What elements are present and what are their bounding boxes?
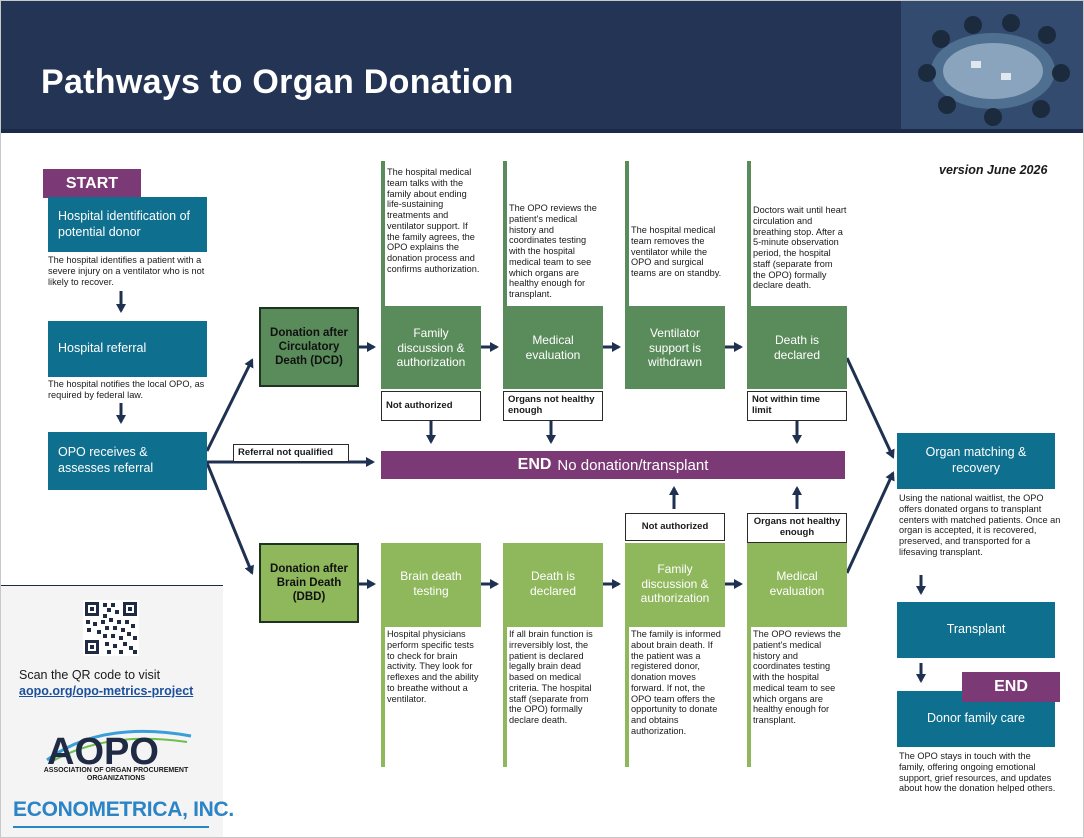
dcd-medical-desc: The OPO reviews the patient's medical hi… xyxy=(507,161,603,306)
aopo-subtitle: ASSOCIATION OF ORGAN PROCUREMENT ORGANIZ… xyxy=(43,767,189,783)
donor-family-care-desc: The OPO stays in touch with the family, … xyxy=(899,751,1056,794)
dcd-type-box: Donation after Circulatory Death (DCD) xyxy=(259,307,359,387)
econometrica-logo: ECONOMETRICA, INC. xyxy=(13,798,234,821)
dbd-type-box: Donation after Brain Death (DBD) xyxy=(259,543,359,623)
page-title: Pathways to Organ Donation xyxy=(41,63,514,101)
aopo-logo: AOPO xyxy=(41,726,201,791)
dbd-not-authorized-tag: Not authorized xyxy=(625,513,725,541)
dcd-medical-step: Medical evaluation xyxy=(503,307,603,389)
transplant-box: Transplant xyxy=(897,602,1055,658)
dcd-family-desc: The hospital medical team talks with the… xyxy=(385,161,481,306)
hospital-identification-box: Hospital identification of potential don… xyxy=(48,197,207,252)
hospital-referral-desc: The hospital notifies the local OPO, as … xyxy=(48,379,205,400)
dcd-organs-not-healthy-tag: Organs not healthy enough xyxy=(503,391,603,421)
hospital-identification-desc: The hospital identifies a patient with a… xyxy=(48,255,205,287)
aopo-wordmark: AOPO xyxy=(47,731,159,768)
header-banner: Pathways to Organ Donation xyxy=(1,1,1083,129)
dcd-death-desc: Doctors wait until heart circulation and… xyxy=(751,161,847,306)
econometrica-rule xyxy=(13,826,209,828)
dbd-organs-not-healthy-tag: Organs not healthy enough xyxy=(747,513,847,543)
dcd-death-step: Death is declared xyxy=(747,307,847,389)
end-bar-label: END xyxy=(517,456,552,473)
opo-receives-box: OPO receives & assesses referral xyxy=(48,432,207,490)
dbd-medical-desc: The OPO reviews the patient's medical hi… xyxy=(751,627,847,767)
aopo-metrics-link[interactable]: aopo.org/opo-metrics-project xyxy=(19,684,194,698)
dbd-family-step: Family discussion & authorization xyxy=(625,543,725,625)
dcd-not-within-time-tag: Not within time limit xyxy=(747,391,847,421)
dbd-brain-desc: Hospital physicians perform specific tes… xyxy=(385,627,481,767)
header-rule xyxy=(1,129,1083,133)
dbd-medical-step: Medical evaluation xyxy=(747,543,847,625)
dbd-family-desc: The family is informed about brain death… xyxy=(629,627,725,767)
organ-matching-desc: Using the national waitlist, the OPO off… xyxy=(899,493,1061,557)
dcd-ventilator-desc: The hospital medical team removes the ve… xyxy=(629,161,725,306)
scan-qr-text: Scan the QR code to visit xyxy=(19,668,161,682)
version-label: version June 2026 xyxy=(939,163,1048,177)
start-label: START xyxy=(43,169,141,198)
dcd-not-authorized-tag: Not authorized xyxy=(381,391,481,421)
qr-code-icon[interactable] xyxy=(83,600,139,656)
end-label: END xyxy=(962,672,1060,702)
dcd-ventilator-step: Ventilator support is withdrawn xyxy=(625,307,725,389)
referral-not-qualified-tag: Referral not qualified xyxy=(233,444,349,462)
end-no-donation-bar: END No donation/transplant xyxy=(381,451,845,479)
organ-matching-box: Organ matching & recovery xyxy=(897,433,1055,489)
dbd-death-desc: If all brain function is irreversibly lo… xyxy=(507,627,603,767)
meeting-photo xyxy=(901,1,1083,129)
dbd-brain-step: Brain death testing xyxy=(381,543,481,625)
dcd-family-step: Family discussion & authorization xyxy=(381,307,481,389)
dbd-death-step: Death is declared xyxy=(503,543,603,625)
end-bar-text: No donation/transplant xyxy=(557,456,709,474)
hospital-referral-box: Hospital referral xyxy=(48,321,207,377)
